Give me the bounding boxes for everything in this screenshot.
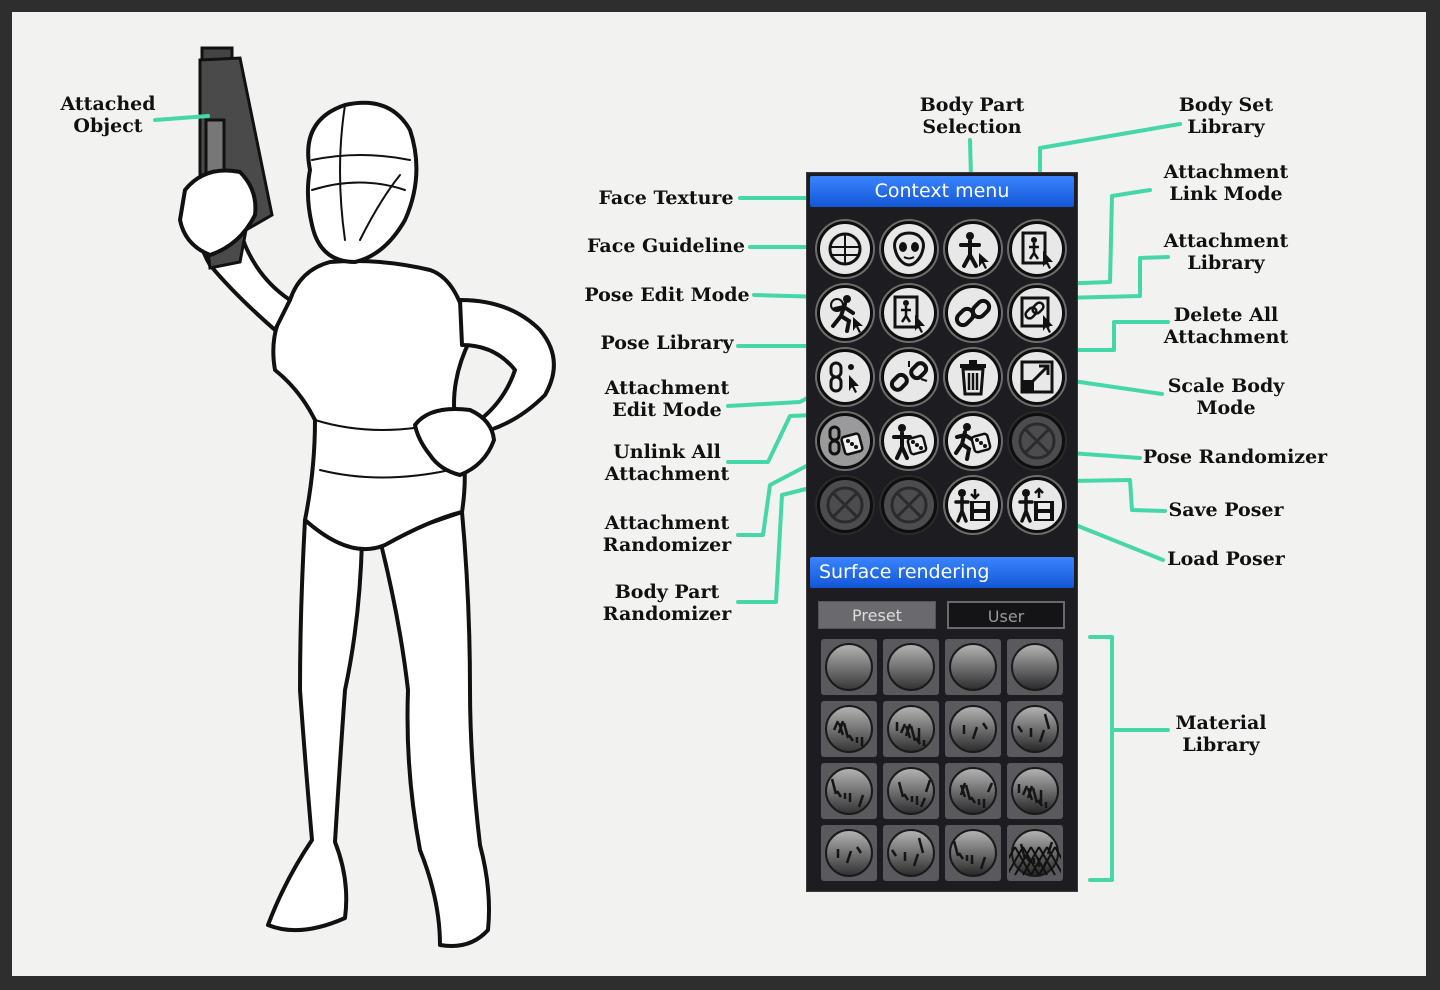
body-part-randomizer-label: Body Part Randomizer bbox=[602, 581, 732, 625]
attachment-edit-mode-button[interactable] bbox=[817, 349, 873, 405]
material-swatch[interactable] bbox=[945, 701, 1001, 757]
surface-rendering-header: Surface rendering bbox=[810, 557, 1074, 588]
load-poser-icon bbox=[1018, 487, 1054, 523]
save-poser-icon bbox=[954, 489, 990, 523]
tab-user[interactable]: User bbox=[947, 601, 1065, 629]
tab-preset[interactable]: Preset bbox=[818, 601, 936, 629]
disabled-slot-button bbox=[881, 477, 937, 533]
material-swatch[interactable] bbox=[1007, 701, 1063, 757]
context-panel: Context menu bbox=[806, 172, 1078, 892]
load-poser-button[interactable] bbox=[1009, 477, 1065, 533]
material-swatch[interactable] bbox=[821, 763, 877, 819]
disabled-slot-button bbox=[1009, 413, 1065, 469]
material-swatch[interactable] bbox=[821, 825, 877, 881]
material-swatch[interactable] bbox=[1007, 825, 1063, 881]
pose-randomizer-label: Pose Randomizer bbox=[1142, 446, 1328, 468]
body-dice-icon bbox=[892, 424, 928, 460]
attachment-link-mode-button[interactable] bbox=[945, 285, 1001, 341]
attachment-library-label: Attachment Library bbox=[1163, 230, 1289, 274]
material-swatch[interactable] bbox=[945, 639, 1001, 695]
delete-all-attachment-button[interactable] bbox=[945, 349, 1001, 405]
unlink-all-attachment-label: Unlink All Attachment bbox=[604, 441, 730, 485]
face-guideline-label: Face Guideline bbox=[586, 235, 745, 257]
material-sphere-icon bbox=[1011, 705, 1059, 753]
scale-body-mode-label: Scale Body Mode bbox=[1167, 375, 1285, 419]
material-sphere-icon bbox=[825, 643, 873, 691]
attachment-randomizer-label: Attachment Randomizer bbox=[602, 512, 732, 556]
face-guideline-icon bbox=[828, 232, 862, 266]
material-sphere-icon bbox=[887, 767, 935, 815]
material-swatch[interactable] bbox=[821, 701, 877, 757]
attachment-library-button[interactable] bbox=[1009, 285, 1065, 341]
face-texture-button[interactable] bbox=[881, 221, 937, 277]
save-poser-label: Save Poser bbox=[1168, 499, 1284, 521]
attachment-edit-icon bbox=[829, 361, 859, 393]
body-part-selection-label: Body Part Selection bbox=[919, 94, 1025, 138]
material-sphere-icon bbox=[1011, 643, 1059, 691]
material-swatch[interactable] bbox=[945, 825, 1001, 881]
pose-library-icon bbox=[893, 295, 925, 333]
body-part-randomizer-button[interactable] bbox=[881, 413, 937, 469]
material-sphere-icon bbox=[1009, 829, 1061, 877]
attachment-edit-mode-label: Attachment Edit Mode bbox=[604, 377, 730, 421]
body-set-library-button[interactable] bbox=[1009, 221, 1065, 277]
material-library-label: Material Library bbox=[1175, 712, 1267, 756]
pose-edit-icon bbox=[830, 295, 863, 333]
body-part-selection-button[interactable] bbox=[945, 221, 1001, 277]
body-select-icon bbox=[959, 232, 989, 269]
pose-dice-icon bbox=[954, 423, 992, 461]
trash-icon bbox=[960, 360, 986, 396]
pose-library-label: Pose Library bbox=[600, 332, 734, 354]
material-sphere-icon bbox=[949, 643, 997, 691]
material-swatch[interactable] bbox=[883, 701, 939, 757]
disabled-slot-button bbox=[817, 477, 873, 533]
link-icon bbox=[954, 298, 992, 328]
pose-randomizer-button[interactable] bbox=[945, 413, 1001, 469]
attachment-dice-icon bbox=[828, 425, 864, 456]
body-set-library-icon bbox=[1021, 231, 1053, 269]
material-sphere-icon bbox=[825, 829, 873, 877]
disabled-x-icon bbox=[826, 486, 864, 524]
pose-edit-mode-button[interactable] bbox=[817, 285, 873, 341]
unlink-all-attachment-button[interactable] bbox=[881, 349, 937, 405]
material-swatch[interactable] bbox=[883, 639, 939, 695]
context-menu-header: Context menu bbox=[810, 176, 1074, 207]
material-sphere-icon bbox=[949, 829, 997, 877]
material-sphere-icon bbox=[887, 643, 935, 691]
delete-all-attachment-label: Delete All Attachment bbox=[1163, 304, 1289, 348]
attachment-randomizer-button[interactable] bbox=[817, 413, 873, 469]
load-poser-label: Load Poser bbox=[1167, 548, 1285, 570]
material-sphere-icon bbox=[825, 767, 873, 815]
scale-body-mode-button[interactable] bbox=[1009, 349, 1065, 405]
unlink-icon bbox=[889, 361, 929, 392]
save-poser-button[interactable] bbox=[945, 477, 1001, 533]
material-sphere-icon bbox=[1011, 767, 1059, 815]
face-texture-label: Face Texture bbox=[598, 187, 734, 209]
material-swatch[interactable] bbox=[1007, 763, 1063, 819]
material-swatch[interactable] bbox=[821, 639, 877, 695]
pose-edit-mode-label: Pose Edit Mode bbox=[584, 284, 750, 306]
body-set-library-label: Body Set Library bbox=[1178, 94, 1274, 138]
material-sphere-icon bbox=[949, 705, 997, 753]
pose-library-button[interactable] bbox=[881, 285, 937, 341]
material-swatch[interactable] bbox=[1007, 639, 1063, 695]
material-sphere-icon bbox=[887, 705, 935, 753]
attachment-link-mode-label: Attachment Link Mode bbox=[1163, 161, 1289, 205]
material-sphere-icon bbox=[949, 767, 997, 815]
material-swatch[interactable] bbox=[883, 825, 939, 881]
scale-icon bbox=[1020, 360, 1054, 394]
attachment-library-icon bbox=[1020, 296, 1053, 333]
attached-object-label: Attached Object bbox=[60, 93, 156, 137]
material-swatch[interactable] bbox=[945, 763, 1001, 819]
material-sphere-icon bbox=[825, 705, 873, 753]
disabled-x-icon bbox=[890, 486, 928, 524]
face-guideline-button[interactable] bbox=[817, 221, 873, 277]
material-swatch[interactable] bbox=[883, 763, 939, 819]
alien-face-icon bbox=[893, 231, 925, 267]
disabled-x-icon bbox=[1018, 422, 1056, 460]
material-sphere-icon bbox=[887, 829, 935, 877]
